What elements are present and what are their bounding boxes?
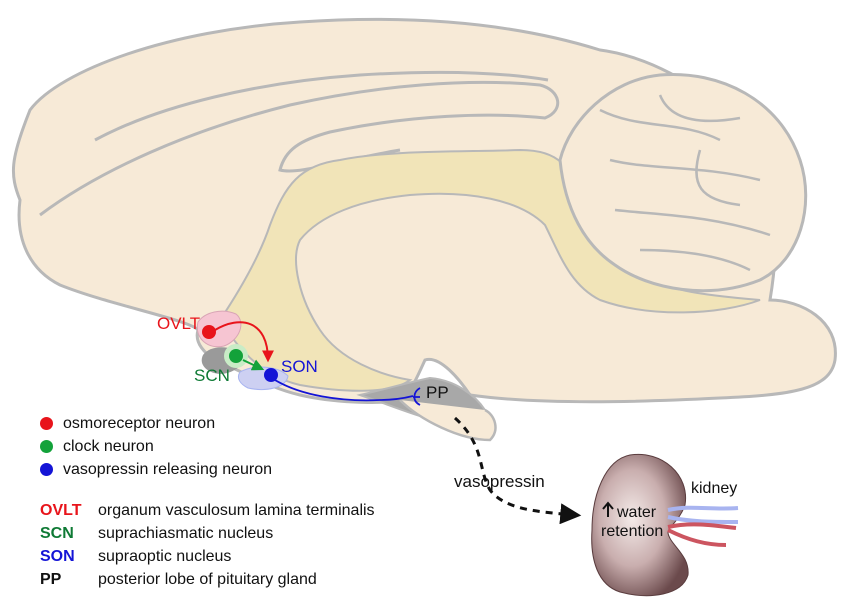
axon-terminal — [413, 387, 421, 406]
abbreviation-text: supraoptic nucleus — [98, 547, 232, 565]
abbreviation-item: OVLT organum vasculosum lamina terminali… — [40, 499, 375, 522]
cerebellum-fold — [599, 94, 771, 272]
corpus-callosum — [39, 80, 559, 217]
abbreviation-list: OVLT organum vasculosum lamina terminali… — [40, 499, 375, 591]
legend-label: osmoreceptor neuron — [63, 414, 216, 432]
legend-item: osmoreceptor neuron — [40, 412, 272, 435]
vasopressin-release-path — [453, 416, 582, 525]
scn-projection — [242, 359, 265, 371]
legend-label: clock neuron — [63, 437, 154, 455]
ovlt-label: OVLT — [157, 314, 200, 333]
abbreviation-text: posterior lobe of pituitary gland — [98, 570, 317, 588]
pp-label: PP — [426, 383, 449, 402]
abbreviation-key: OVLT — [40, 501, 82, 519]
scn-label: SCN — [194, 366, 230, 385]
legend-item: clock neuron — [40, 435, 272, 458]
legend-dot — [40, 440, 53, 453]
kidney — [591, 453, 689, 597]
neuron-legend: osmoreceptor neuron clock neuron vasopre… — [40, 412, 272, 481]
abbreviation-key: SCN — [40, 524, 74, 542]
vasopressin-label: vasopressin — [454, 472, 545, 491]
legend-item: vasopressin releasing neuron — [40, 458, 272, 481]
up-arrow-icon — [602, 501, 614, 517]
legend-dot — [40, 417, 53, 430]
abbreviation-key: PP — [40, 570, 62, 588]
abbreviation-text: organum vasculosum lamina terminalis — [98, 501, 375, 519]
son-axon — [274, 379, 414, 402]
blood-vessel-red — [667, 522, 737, 547]
abbreviation-text: suprachiasmatic nucleus — [98, 524, 274, 542]
legend-label: vasopressin releasing neuron — [63, 460, 273, 478]
abbreviation-item: SON supraoptic nucleus — [40, 545, 375, 568]
osmoreceptor-neuron — [202, 325, 216, 339]
abbreviation-item: SCN suprachiasmatic nucleus — [40, 522, 375, 545]
cerebellum — [558, 72, 808, 293]
water-label: water — [616, 504, 657, 521]
ventricle — [218, 148, 761, 392]
blood-vessel-blue — [667, 505, 739, 524]
cortex-fold — [94, 70, 549, 142]
son-label: SON — [281, 357, 318, 376]
clock-neuron — [229, 349, 243, 363]
abbreviation-item: PP posterior lobe of pituitary gland — [40, 568, 375, 591]
pituitary-lower — [399, 399, 497, 442]
ovlt-projection — [214, 321, 274, 363]
vasopressin-neuron — [264, 368, 278, 382]
kidney-label: kidney — [691, 480, 737, 497]
abbreviation-key: SON — [40, 547, 75, 565]
legend-dot — [40, 463, 53, 476]
retention-label: retention — [601, 523, 663, 540]
